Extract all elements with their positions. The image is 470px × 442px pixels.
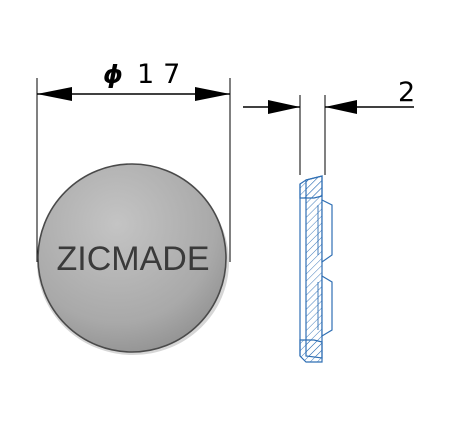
arrowhead-inward-left xyxy=(268,100,300,114)
section-lip-top xyxy=(299,175,323,199)
clip-tab-upper xyxy=(321,199,333,264)
arrowhead-left xyxy=(37,87,72,101)
thickness-dimension: 2 xyxy=(243,77,415,175)
clip-tab-lower xyxy=(321,274,333,338)
thickness-value: 2 xyxy=(398,77,415,108)
diameter-symbol: ϕ xyxy=(103,60,123,89)
cap-front-view: ZICMADE xyxy=(37,163,229,355)
diameter-value: 17 xyxy=(137,59,189,90)
section-wall xyxy=(305,175,323,359)
arrowhead-inward-right xyxy=(325,100,357,114)
section-lip-bottom xyxy=(299,339,323,363)
diameter-dimension: ϕ 17 xyxy=(36,59,231,262)
cap-label: ZICMADE xyxy=(57,240,210,278)
cap-disc xyxy=(37,163,227,353)
cap-side-section xyxy=(299,175,333,363)
arrowhead-right xyxy=(195,87,230,101)
